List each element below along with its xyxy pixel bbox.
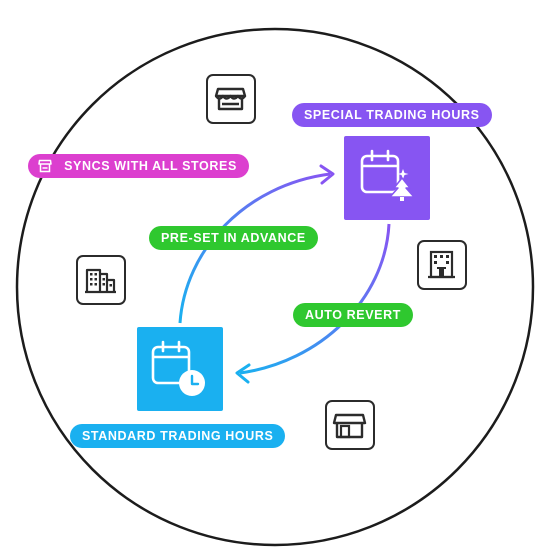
special-trading-hours-label: SPECIAL TRADING HOURS: [292, 103, 492, 127]
standard-trading-hours-label: STANDARD TRADING HOURS: [70, 424, 286, 448]
standard-trading-hours-text: STANDARD TRADING HOURS: [82, 429, 274, 443]
pre-set-in-advance-text: PRE-SET IN ADVANCE: [161, 231, 306, 245]
pre-set-in-advance-label: PRE-SET IN ADVANCE: [149, 226, 318, 250]
syncs-with-all-stores-label: SYNCS WITH ALL STORES: [28, 154, 249, 178]
auto-revert-text: AUTO REVERT: [305, 308, 401, 322]
store-icon: [38, 159, 52, 173]
arrow-preset: [178, 172, 331, 324]
arrow-preset-head: [319, 164, 335, 185]
auto-revert-label: AUTO REVERT: [293, 303, 413, 327]
calendar-clock-icon: [151, 340, 205, 396]
special-calendar-tile: [344, 136, 430, 220]
building-entrance-icon: [417, 240, 467, 290]
outer-circle: [15, 27, 535, 547]
standard-calendar-tile: [137, 327, 223, 411]
special-trading-hours-text: SPECIAL TRADING HOURS: [304, 108, 480, 122]
syncs-with-all-stores-text: SYNCS WITH ALL STORES: [64, 159, 237, 173]
storefront-icon: [325, 400, 375, 450]
arrow-revert-head: [235, 363, 251, 384]
office-building-icon: [76, 255, 126, 305]
calendar-christmas-tree-icon: [360, 149, 415, 201]
storefront-awning-icon: [206, 74, 256, 124]
